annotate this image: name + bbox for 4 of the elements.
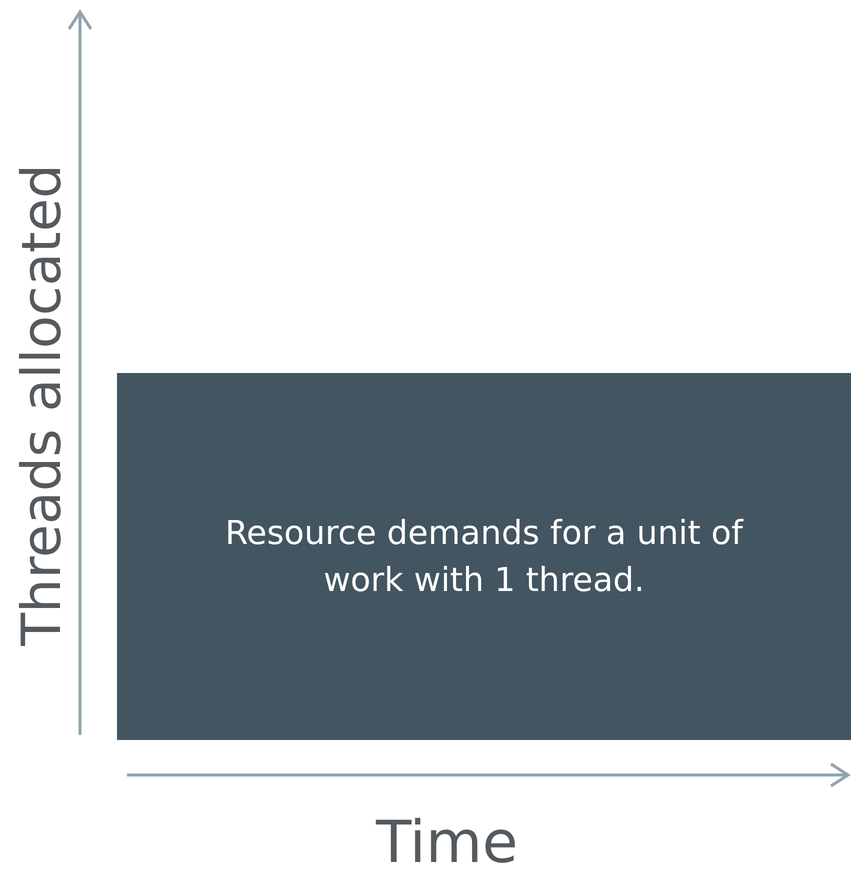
block-text: Resource demands for a unit of work with 1 thread. xyxy=(224,512,744,600)
axis-title: Time xyxy=(376,813,518,870)
resource-block xyxy=(117,373,851,740)
axis-title: Threads allocated xyxy=(15,164,69,646)
